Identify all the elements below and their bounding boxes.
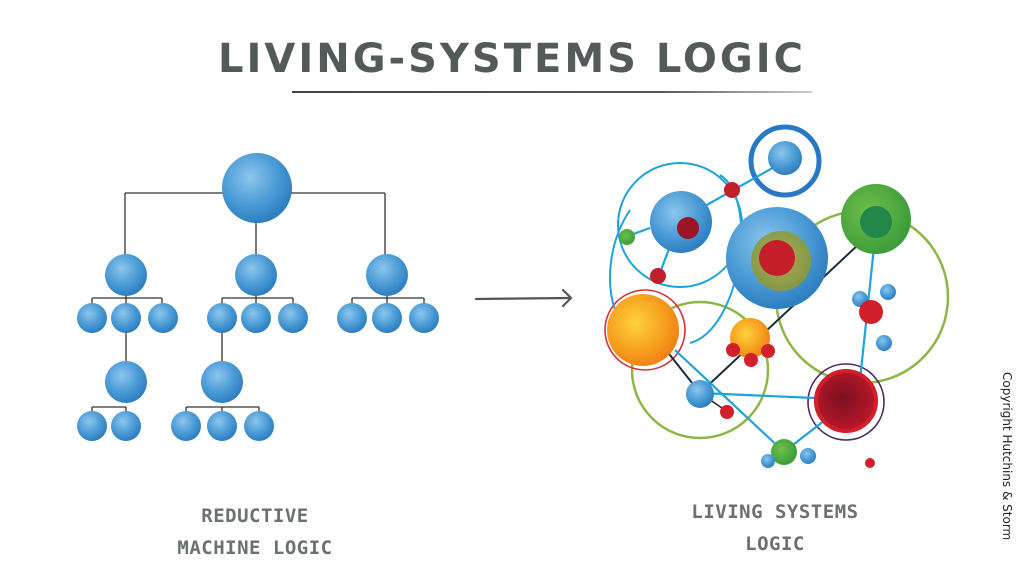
network-node-core <box>860 206 892 238</box>
network-link <box>699 391 816 400</box>
network-arc <box>609 209 631 311</box>
network-node-core <box>677 217 699 239</box>
left-caption: REDUCTIVE MACHINE LOGIC <box>150 500 360 564</box>
network-node-red-small <box>650 268 666 284</box>
tree-leaf-node <box>207 303 237 333</box>
tree-leaf-node <box>372 303 402 333</box>
tree-node <box>201 361 243 403</box>
tree-connector <box>351 280 425 305</box>
right-caption-line1: LIVING SYSTEMS <box>691 501 859 523</box>
network-node-green-small <box>619 229 635 245</box>
network-node-blue <box>686 380 714 408</box>
page-title: LIVING-SYSTEMS LOGIC <box>218 36 806 82</box>
right-caption: LIVING SYSTEMS LOGIC <box>670 496 880 560</box>
copyright-notice: Copyright Hutchins & Storm <box>1000 372 1014 541</box>
tree-connector <box>221 280 294 305</box>
tree-connector <box>185 406 260 414</box>
network-node-dark-red <box>814 369 878 433</box>
network-node-red <box>859 300 883 324</box>
network-node-red-small <box>761 344 775 358</box>
network-node-blue-small <box>876 335 892 351</box>
tree-node <box>366 254 408 296</box>
network-node-orange <box>730 318 770 358</box>
network-node-green <box>771 439 797 465</box>
network-ring <box>604 289 686 371</box>
network-node-red-small <box>724 182 740 198</box>
tree-root-node <box>222 153 292 223</box>
network-node-blue-small <box>880 284 896 300</box>
network-node-red-small <box>865 458 875 468</box>
network-node-red-small <box>744 353 758 367</box>
network-node-core <box>759 240 795 276</box>
tree-leaf-node <box>337 303 367 333</box>
right-caption-line2: LOGIC <box>745 533 805 555</box>
tree-leaf-node <box>77 303 107 333</box>
network-link <box>674 349 785 453</box>
network-link <box>699 227 877 394</box>
tree-node <box>235 254 277 296</box>
tree-leaf-node <box>409 303 439 333</box>
network-node-blue <box>768 141 802 175</box>
tree-leaf-node <box>171 411 201 441</box>
tree-leaf-node <box>244 411 274 441</box>
network-node-blue-small <box>800 448 816 464</box>
tree-connector <box>91 280 163 305</box>
living-network <box>604 124 950 468</box>
tree-leaf-node <box>207 411 237 441</box>
tree-leaf-node <box>241 303 271 333</box>
network-node-orange <box>607 294 679 366</box>
arrow-right-icon <box>474 288 573 308</box>
network-ring <box>807 363 885 441</box>
tree-leaf-node <box>77 411 107 441</box>
tree-node <box>105 254 147 296</box>
tree-leaf-node <box>148 303 178 333</box>
tree-leaf-node <box>111 411 141 441</box>
network-ring <box>748 124 822 198</box>
tree-leaf-node <box>111 303 141 333</box>
tree-node <box>105 361 147 403</box>
network-ring <box>630 300 770 440</box>
network-node-blue-small <box>761 454 775 468</box>
left-caption-line1: REDUCTIVE <box>201 505 309 527</box>
network-node-red-small <box>726 343 740 357</box>
tree-leaf-node <box>278 303 308 333</box>
title-underline <box>292 91 812 93</box>
network-node-red-small <box>720 405 734 419</box>
left-caption-line2: MACHINE LOGIC <box>177 537 333 559</box>
